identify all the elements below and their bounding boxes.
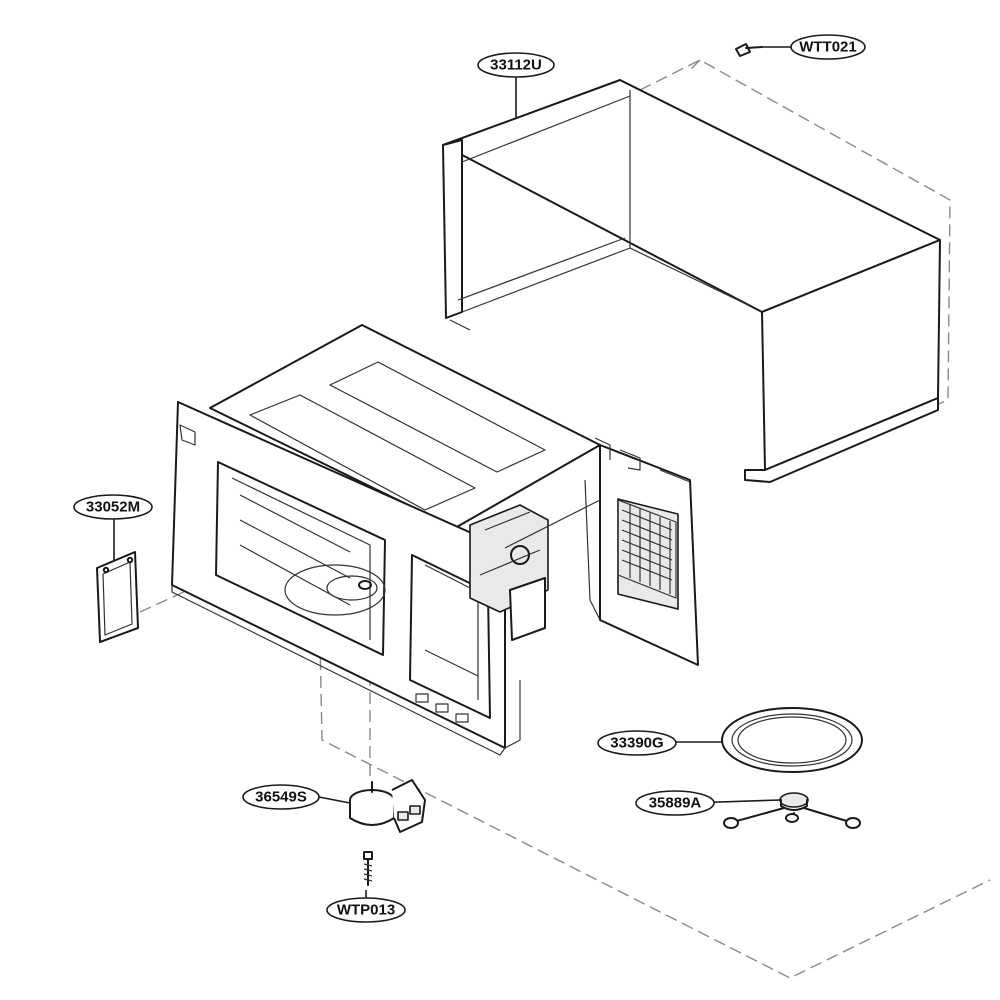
outer-cabinet: [442, 79, 941, 483]
callout-label: 33390G: [610, 735, 663, 752]
callout-label: 33052M: [86, 499, 140, 516]
callout-cabinet: 33112U: [477, 52, 555, 78]
callout-label: 33112U: [490, 57, 542, 74]
callout-label: WTP013: [337, 902, 395, 919]
roller-guide: [723, 792, 861, 829]
callout-label: WTT021: [799, 39, 857, 56]
motor-screw: [363, 851, 373, 886]
callout-label: 36549S: [255, 789, 307, 806]
callout-cabinet-screw: WTT021: [790, 34, 866, 60]
callout-roller-guide: 35889A: [635, 790, 715, 816]
oven-chassis: [171, 324, 699, 756]
callout-label: 35889A: [649, 795, 702, 812]
callout-glass-tray: 33390G: [597, 730, 677, 756]
waveguide-cover: [96, 551, 139, 643]
glass-tray: [721, 707, 863, 773]
cabinet-screw: [735, 43, 763, 57]
callout-motor-screw: WTP013: [326, 897, 406, 923]
callout-turntable-motor: 36549S: [242, 784, 320, 810]
turntable-motor: [349, 779, 426, 833]
callout-waveguide-cover: 33052M: [73, 494, 153, 520]
